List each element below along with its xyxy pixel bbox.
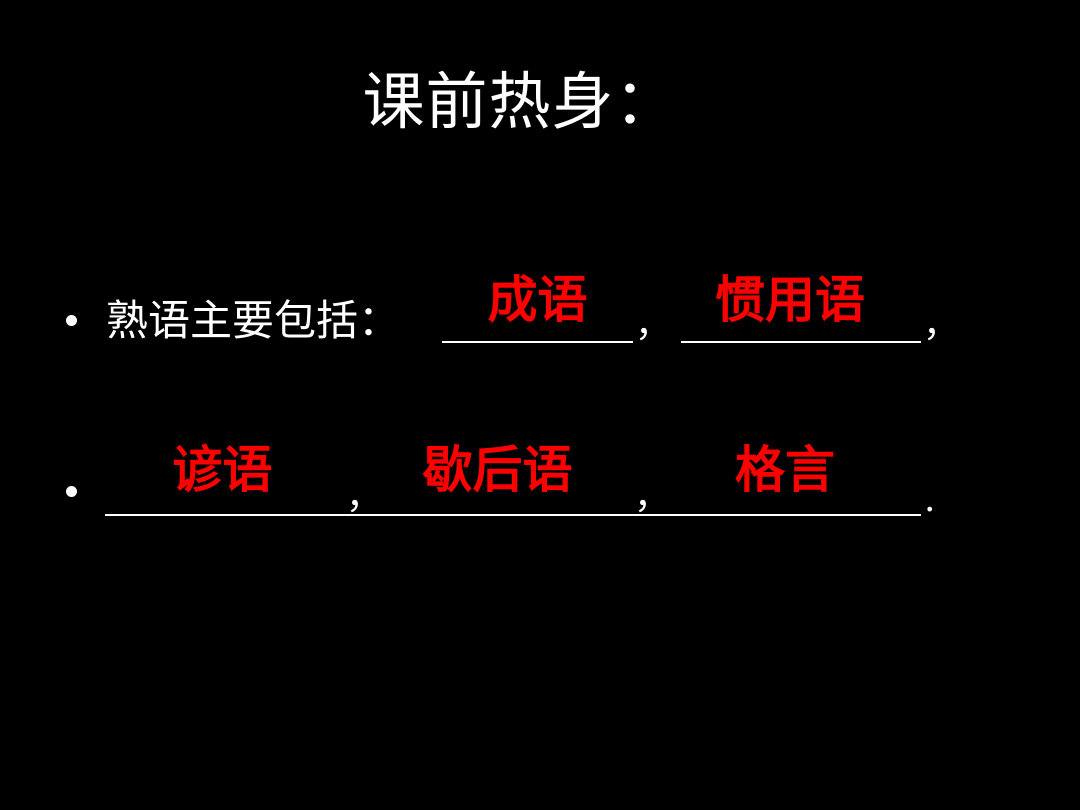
bullet-icon [66,486,77,497]
comma: ， [634,476,671,517]
blank-line [442,341,633,343]
comma: ， [923,304,960,345]
slide-title: 课前热身： [362,65,678,138]
answer-maxim: 格言 [735,441,835,499]
lead-text: 熟语主要包括： [106,296,401,345]
answer-common-expression: 惯用语 [715,271,865,329]
bullet-icon [66,315,77,326]
period: . [924,479,936,520]
blank-line [105,514,921,516]
comma: ， [635,304,672,345]
comma: ， [346,476,383,517]
answer-idiom: 成语 [487,271,588,329]
answer-proverb: 谚语 [172,441,273,499]
blank-line [681,341,921,343]
answer-xiehouyu: 歇后语 [422,441,573,499]
